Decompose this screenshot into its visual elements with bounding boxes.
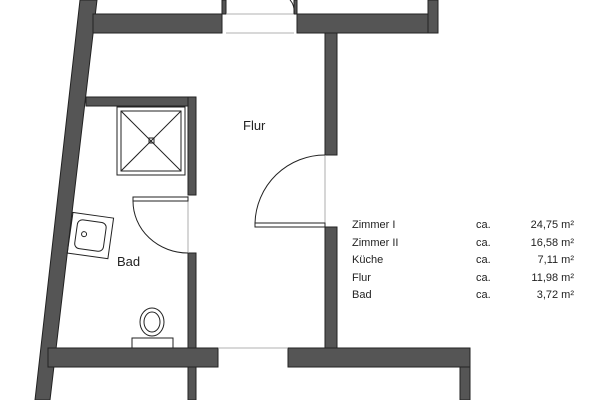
toilet-icon	[131, 307, 174, 349]
area-row: Flur ca. 11,98 m²	[352, 272, 574, 290]
wall-top-right	[296, 13, 439, 34]
area-prefix: ca.	[476, 219, 491, 231]
area-value: 7,11 m²	[537, 254, 574, 266]
area-room: Zimmer II	[352, 236, 399, 249]
area-value: 11,98 m²	[531, 271, 574, 284]
wall-bottom-right-vertical	[459, 366, 471, 400]
door-flur-leaf[interactable]	[254, 222, 326, 228]
area-value: 24,75 m²	[530, 219, 574, 231]
wall-top-left-stub	[221, 0, 227, 15]
room-label-bad: Bad	[117, 254, 141, 269]
area-room: Zimmer I	[352, 219, 396, 231]
top-door-arc	[289, 0, 295, 15]
area-row: Zimmer II ca. 16,58 m²	[352, 237, 574, 255]
area-row: Zimmer I ca. 24,75 m²	[352, 219, 574, 237]
outer-wall-left	[34, 0, 98, 400]
area-prefix: ca.	[476, 236, 491, 249]
sink-icon	[66, 211, 115, 260]
area-prefix: ca.	[476, 289, 491, 301]
area-room: Küche	[352, 254, 384, 266]
area-prefix: ca.	[476, 254, 491, 266]
shower-icon	[116, 106, 186, 176]
door-bad-leaf[interactable]	[132, 196, 189, 202]
wall-top-left	[92, 13, 223, 34]
wall-top-right-vertical	[427, 0, 439, 34]
area-value: 3,72 m²	[536, 289, 574, 301]
area-room: Flur	[352, 271, 371, 284]
area-value: 16,58 m²	[530, 236, 574, 249]
wall-flur-right-upper	[324, 32, 338, 156]
area-row: Bad ca. 3,72 m²	[352, 289, 574, 307]
door-flur-arc	[254, 154, 326, 224]
wall-bad-right-upper	[187, 96, 197, 196]
area-room: Bad	[352, 289, 372, 301]
door-bad-arc	[132, 200, 189, 254]
room-label-flur: Flur	[243, 118, 266, 133]
area-prefix: ca.	[476, 271, 491, 284]
area-table: Zimmer I ca. 24,75 m² Zimmer II ca. 16,58 m²…	[352, 219, 574, 307]
wall-flur-right-lower	[324, 226, 338, 368]
wall-bottom-left	[47, 347, 219, 368]
wall-bad-right-lower	[187, 252, 197, 400]
area-row: Küche ca. 7,11 m²	[352, 254, 574, 272]
wall-bad-top	[85, 96, 197, 107]
wall-bottom-right	[287, 347, 471, 368]
